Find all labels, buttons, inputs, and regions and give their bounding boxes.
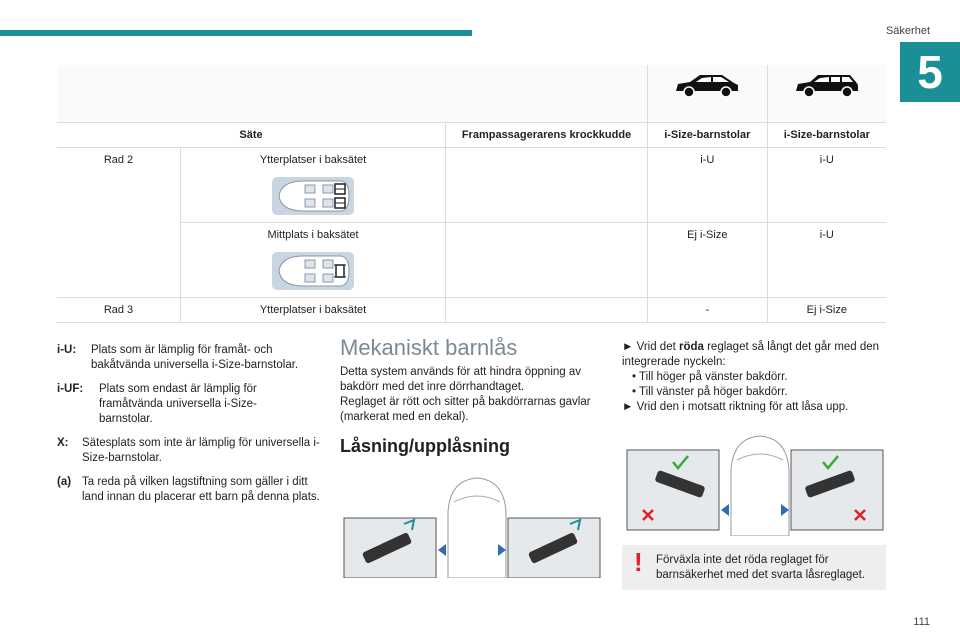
legend-text: Plats som endast är lämplig för framåtvä…: [99, 383, 257, 425]
legend-text: Plats som är lämplig för framåt- och bak…: [91, 344, 299, 371]
isize-cell-1: -: [647, 297, 768, 323]
center-seat-diagram-icon: [272, 252, 354, 290]
legend-item: (a) Ta reda på vilken lagstiftning som g…: [57, 475, 325, 505]
legend-key: i-U:: [57, 344, 77, 356]
legend-text: Ta reda på vilken lagstiftning som gälle…: [82, 476, 320, 503]
row-label: Rad 2: [57, 147, 181, 298]
seat-label: Mittplats i baksätet: [267, 229, 359, 241]
warning-icon: !: [634, 547, 643, 577]
legend-item: X: Sätesplats som inte är lämplig för un…: [57, 436, 325, 466]
section-heading: Mekaniskt barnlås: [340, 335, 518, 360]
instructions: ► Vrid det röda reglaget så långt det gå…: [622, 340, 884, 415]
header-isize-2: i-Size-barnstolar: [767, 122, 886, 148]
isize-cell-2: Ej i-Size: [767, 297, 886, 323]
chapter-number: 5: [900, 42, 960, 102]
header-isize-1: i-Size-barnstolar: [647, 122, 768, 148]
isize-cell-2: i-U: [767, 147, 886, 223]
instruction-bullet: • Till höger på vänster bakdörr.: [632, 371, 788, 383]
airbag-cell: [445, 222, 649, 298]
table-row: Rad 3 Ytterplatser i baksätet - Ej i-Siz…: [57, 297, 886, 323]
legend: i-U: Plats som är lämplig för framåt- oc…: [57, 343, 325, 514]
car-icon-row: [57, 65, 886, 123]
legend-item: i-U: Plats som är lämplig för framåt- oc…: [57, 343, 325, 373]
isize-cell-2: i-U: [767, 222, 886, 298]
isize-cell-1: Ej i-Size: [647, 222, 768, 298]
table-header-row: Säte Frampassagerarens krockkudde i-Size…: [57, 122, 886, 148]
instruction-step: ► Vrid det röda reglaget så långt det gå…: [622, 341, 880, 368]
row-label: Rad 3: [57, 297, 181, 323]
header-accent-bar: [0, 30, 472, 36]
subsection-heading: Låsning/upplåsning: [340, 436, 510, 456]
header-seat: Säte: [57, 122, 447, 148]
legend-key: X:: [57, 437, 69, 449]
mechanical-lock-section: Mekaniskt barnlås Detta system används f…: [340, 335, 602, 456]
warning-text: Förväxla inte det röda reglaget för barn…: [656, 554, 866, 581]
seat-label: Ytterplatser i baksätet: [259, 154, 367, 166]
warning-box: ! Förväxla inte det röda reglaget för ba…: [622, 545, 886, 590]
child-lock-direction-illustration-icon: [626, 435, 884, 536]
instruction-step: ► Vrid den i motsatt riktning för att lå…: [622, 401, 849, 413]
suv-car-icon: [647, 65, 768, 123]
isize-cell-1: i-U: [647, 147, 768, 223]
legend-key: i-UF:: [57, 383, 84, 395]
legend-key: (a): [57, 476, 72, 488]
child-lock-illustration-icon: [343, 477, 601, 578]
seat-label: Ytterplatser i baksätet: [180, 297, 447, 323]
description-text: Reglaget är rött och sitter på bakdörrar…: [340, 396, 591, 423]
table-row: Rad 2 Ytterplatser i baksätet i-U i-U: [57, 147, 886, 298]
section-title: Säkerhet: [885, 25, 930, 37]
description-text: Detta system används för att hindra öppn…: [340, 366, 582, 393]
airbag-cell: [445, 147, 649, 223]
header-airbag: Frampassagerarens krockkudde: [445, 122, 649, 148]
legend-item: i-UF: Plats som endast är lämplig för fr…: [57, 382, 325, 427]
table-row: Mittplats i baksätet Ej i-Size i-U: [57, 222, 886, 298]
suv-7seat-car-icon: [767, 65, 886, 123]
instruction-bullet: • Till vänster på höger bakdörr.: [632, 386, 788, 398]
legend-text: Sätesplats som inte är lämplig för unive…: [82, 437, 320, 464]
outer-seats-diagram-icon: [272, 177, 354, 215]
page-number: 111: [913, 616, 930, 628]
seat-table: Säte Frampassagerarens krockkudde i-Size…: [57, 65, 886, 323]
airbag-cell: [445, 297, 649, 323]
